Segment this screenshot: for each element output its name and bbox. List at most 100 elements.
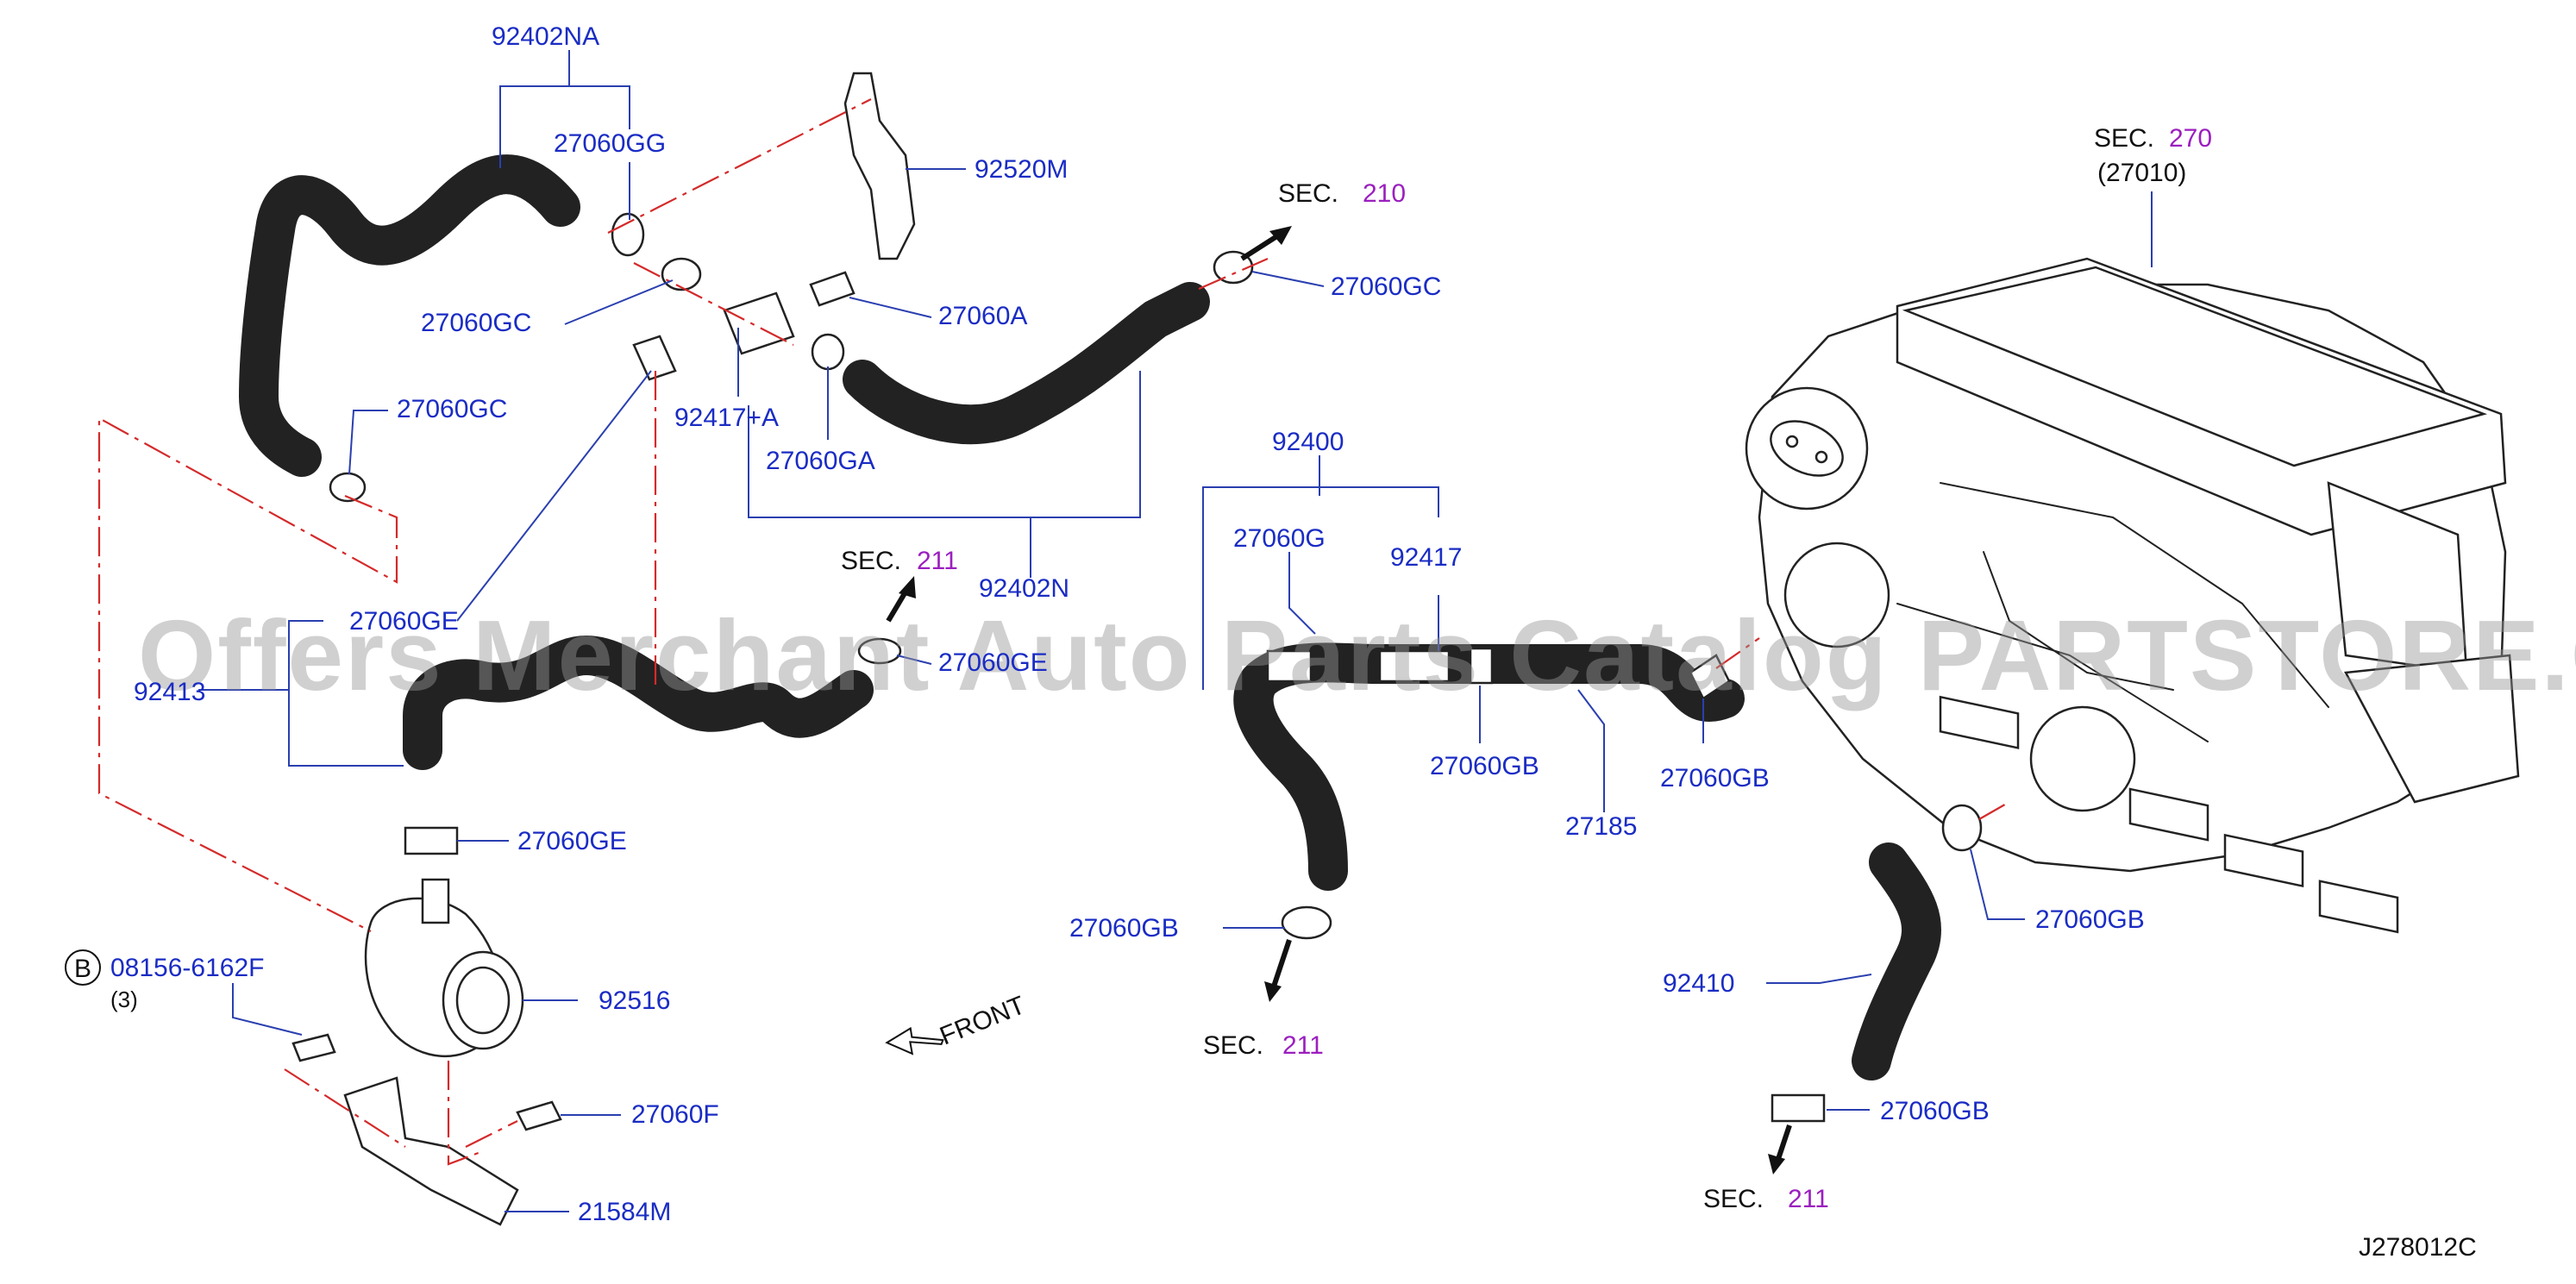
hvac-port-3 — [2128, 787, 2209, 842]
arrow-sec211-a-head — [899, 576, 916, 598]
circle-marker-letter: B — [74, 955, 91, 983]
label-27060GE-b[interactable]: 27060GE — [938, 648, 1048, 677]
front-arrow-icon — [885, 1026, 944, 1055]
phantom-8 — [1715, 637, 1760, 669]
clamp-27060GB-lower — [1281, 905, 1332, 940]
pump-inlet — [421, 878, 450, 924]
flow-arrows — [885, 226, 1792, 1174]
bracket-92520M — [843, 72, 916, 260]
label-27060GG[interactable]: 27060GG — [554, 129, 666, 158]
label-92417[interactable]: 92417 — [1390, 543, 1462, 572]
hvac-port-5 — [2318, 880, 2399, 934]
clip-27060F — [516, 1100, 562, 1131]
label-92516[interactable]: 92516 — [599, 986, 670, 1015]
label-27060GB-b[interactable]: 27060GB — [1660, 764, 1770, 792]
part-labels: 92402NA 27060GG 92520M 27060GC 27060A 27… — [65, 22, 2145, 1226]
leader-92410 — [1766, 974, 1872, 984]
leader-27060GB-d — [1970, 849, 2025, 920]
label-08156[interactable]: 08156-6162F — [110, 954, 264, 982]
label-27060GB-d[interactable]: 27060GB — [2035, 905, 2145, 934]
sec270-sub: (27010) — [2097, 159, 2186, 187]
sec210-number[interactable]: 210 — [1363, 179, 1406, 208]
label-92410[interactable]: 92410 — [1663, 969, 1734, 998]
connector-92417A — [723, 291, 795, 355]
bracket-21584M — [343, 1076, 519, 1226]
arrow-sec210-head — [1269, 226, 1292, 245]
sec211-a-number[interactable]: 211 — [917, 547, 958, 575]
sec211-c-label: SEC. — [1703, 1185, 1764, 1213]
bolt-27060A — [809, 271, 856, 307]
front-label: FRONT — [936, 991, 1029, 1050]
hose-92400-fill — [1236, 645, 1742, 888]
heater-pipe-lower — [2029, 705, 2136, 812]
hose-92402NA-fill — [241, 157, 578, 474]
phantom-lines — [97, 98, 2010, 1166]
connector-27060G — [1266, 649, 1313, 683]
clip-27060GE-upper — [632, 335, 677, 381]
label-92417A[interactable]: 92417+A — [674, 404, 779, 432]
sec211-b-number[interactable]: 211 — [1282, 1031, 1324, 1060]
leader-lines — [198, 50, 2153, 1212]
clamp-27060GB-bottom — [1771, 1093, 1826, 1123]
label-92402NA[interactable]: 92402NA — [492, 22, 599, 51]
engine-side-housing — [2344, 654, 2520, 804]
bolt-08156 — [291, 1033, 336, 1062]
label-92400[interactable]: 92400 — [1272, 428, 1344, 456]
leader-92413 — [198, 620, 404, 767]
label-27060GA[interactable]: 27060GA — [766, 447, 875, 475]
clamp-27060GB-engine — [1941, 804, 1983, 852]
watermark: Offers Merchant Auto Parts Catalog PARTS… — [138, 599, 2576, 711]
engine-detail-2 — [1896, 603, 2209, 742]
clamp-27060GA — [811, 333, 845, 371]
leader-27060GC-a — [564, 279, 674, 325]
leader-08156 — [232, 983, 303, 1036]
label-92520M[interactable]: 92520M — [975, 155, 1068, 184]
sec270-number[interactable]: 270 — [2169, 124, 2212, 153]
leader-27060G — [1288, 552, 1316, 635]
drawing-code: J278012C — [2359, 1233, 2477, 1262]
sec211-c-number[interactable]: 211 — [1788, 1185, 1829, 1213]
circle-marker-b — [65, 949, 101, 986]
hose-92402N-fill — [845, 285, 1207, 442]
label-27060GB-e[interactable]: 27060GB — [1880, 1097, 1990, 1125]
label-27185[interactable]: 27185 — [1565, 812, 1637, 841]
label-27060GE-a[interactable]: 27060GE — [349, 607, 459, 636]
label-27060G[interactable]: 27060G — [1233, 524, 1326, 553]
label-92413[interactable]: 92413 — [134, 678, 205, 706]
arrow-sec211-b — [1269, 939, 1292, 993]
label-92402N[interactable]: 92402N — [979, 574, 1069, 603]
engine-assembly — [1745, 257, 2520, 934]
hvac-port-4 — [2223, 833, 2304, 888]
label-27060F[interactable]: 27060F — [631, 1100, 719, 1129]
label-27060GC-b[interactable]: 27060GC — [397, 395, 507, 423]
clamp-27060GE-mid — [857, 637, 902, 665]
connector-92417 — [1378, 649, 1451, 683]
label-27060GB-c[interactable]: 27060GB — [1069, 914, 1179, 943]
label-27060A[interactable]: 27060A — [938, 302, 1027, 330]
leader-27060GC-c — [1251, 271, 1325, 287]
label-08156-qty: (3) — [110, 986, 138, 1012]
small-parts — [291, 72, 1983, 1226]
hose-group — [239, 154, 1941, 1080]
label-27060GB-a[interactable]: 27060GB — [1430, 752, 1539, 780]
arrow-sec211-b-head — [1264, 981, 1282, 1002]
engine-detail-1 — [1940, 482, 2329, 708]
hvac-port-1 — [1939, 695, 2020, 749]
phantom-6 — [447, 1061, 484, 1166]
arrow-sec211-c-head — [1768, 1154, 1785, 1174]
label-27060GC-a[interactable]: 27060GC — [421, 309, 531, 337]
label-27060GC-c[interactable]: 27060GC — [1331, 272, 1441, 301]
leader-27060A — [849, 297, 932, 318]
clamp-27060GE-lower — [404, 826, 459, 855]
leader-27185 — [1577, 689, 1605, 812]
clamp-27060GG — [611, 212, 645, 257]
label-27060GE-c[interactable]: 27060GE — [517, 827, 627, 855]
sec210-label: SEC. — [1278, 179, 1338, 208]
sec211-a-label: SEC. — [841, 547, 901, 575]
phantom-9 — [1978, 801, 2010, 820]
engine-detail-3 — [1983, 551, 2174, 691]
leader-27060GE-b — [896, 655, 932, 665]
sec270-label: SEC. — [2094, 124, 2154, 153]
label-21584M[interactable]: 21584M — [578, 1198, 671, 1226]
